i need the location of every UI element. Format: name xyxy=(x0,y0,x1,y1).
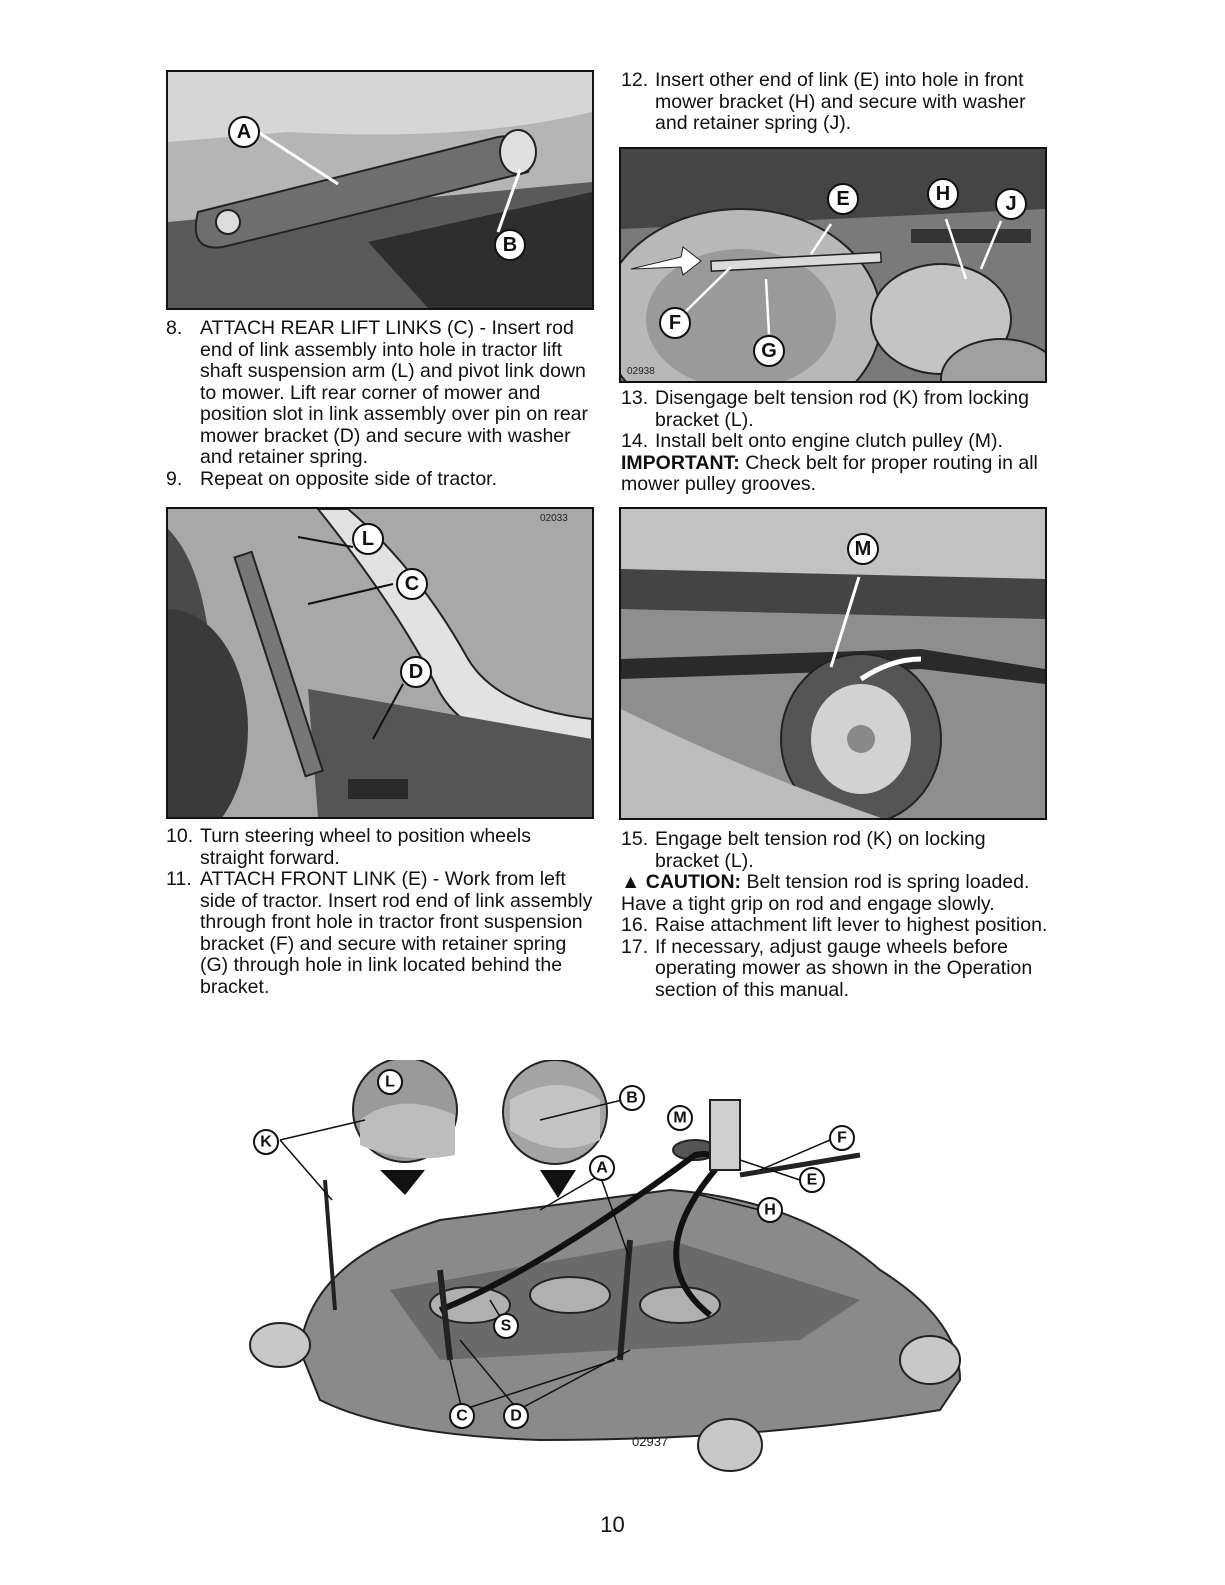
figure-front-link-drawing: 02938 E H J F G xyxy=(621,149,1045,381)
svg-text:M: M xyxy=(673,1110,686,1127)
callout-deck-c: C xyxy=(449,1403,475,1429)
caution-note: ▲ CAUTION: Belt tension rod is spring lo… xyxy=(621,871,1051,915)
svg-text:02937: 02937 xyxy=(632,1434,668,1449)
callout-deck-e: E xyxy=(799,1167,825,1193)
svg-text:L: L xyxy=(362,528,374,550)
step-16: 16.Raise attachment lift lever to highes… xyxy=(621,914,1048,936)
callout-c: C xyxy=(396,568,428,600)
callout-g: G xyxy=(753,335,785,367)
step-14: 14.Install belt onto engine clutch pulle… xyxy=(621,430,1003,452)
callout-deck-a: A xyxy=(589,1155,615,1181)
caution-text: Belt tension rod is spring loaded. Have … xyxy=(621,871,1030,915)
callout-deck-k: K xyxy=(253,1129,279,1155)
figure-mower-deck-drawing: L K B M F A E H xyxy=(249,1057,962,1472)
svg-text:M: M xyxy=(855,538,872,560)
callout-e: E xyxy=(827,183,859,215)
figure-front-link: 02938 E H J F G xyxy=(619,147,1047,383)
svg-text:F: F xyxy=(669,312,681,334)
svg-text:B: B xyxy=(503,234,517,256)
callout-a: A xyxy=(228,116,260,148)
steps-8-9: 8.ATTACH REAR LIFT LINKS (C) - Insert ro… xyxy=(166,317,594,490)
steps-15-17: 15.Engage belt tension rod (K) on lockin… xyxy=(621,828,1051,1001)
svg-text:A: A xyxy=(237,121,251,143)
leader-lines xyxy=(279,1099,831,1411)
figure-clutch-pulley: M xyxy=(619,507,1047,820)
svg-text:E: E xyxy=(807,1172,818,1189)
svg-text:B: B xyxy=(626,1090,638,1107)
callout-j: J xyxy=(995,188,1027,220)
important-text: Check belt for proper routing in all mow… xyxy=(621,451,1038,495)
step-13: 13.Disengage belt tension rod (K) from l… xyxy=(621,387,1029,431)
figure-clutch-pulley-drawing: M xyxy=(621,509,1045,818)
step-10: 10.Turn steering wheel to position wheel… xyxy=(166,825,531,869)
important-note: IMPORTANT: Check belt for proper routing… xyxy=(621,451,1051,496)
svg-text:G: G xyxy=(761,340,777,362)
callout-deck-l: L xyxy=(377,1069,403,1095)
steps-10-11: 10.Turn steering wheel to position wheel… xyxy=(166,825,594,998)
step-17: 17.If necessary, adjust gauge wheels bef… xyxy=(621,935,1033,1001)
step-15: 15.Engage belt tension rod (K) on lockin… xyxy=(621,828,986,872)
caution-label: CAUTION: xyxy=(645,871,742,893)
callout-f: F xyxy=(659,307,691,339)
figure-mower-deck: L K B M F A E H xyxy=(240,1057,980,1480)
svg-text:K: K xyxy=(260,1134,272,1151)
callout-deck-f: F xyxy=(829,1125,855,1151)
callout-deck-m: M xyxy=(667,1105,693,1131)
svg-text:D: D xyxy=(510,1408,522,1425)
figure-lift-arm: A B xyxy=(166,70,594,310)
svg-text:S: S xyxy=(501,1318,512,1335)
important-label: IMPORTANT: xyxy=(621,451,740,474)
svg-text:02938: 02938 xyxy=(627,366,655,377)
svg-text:L: L xyxy=(385,1074,395,1091)
svg-text:H: H xyxy=(764,1202,776,1219)
callout-l: L xyxy=(352,523,384,555)
step-12-block: 12.Insert other end of link (E) into hol… xyxy=(621,69,1051,135)
callout-deck-s: S xyxy=(493,1313,519,1339)
svg-text:C: C xyxy=(405,573,419,595)
callout-m: M xyxy=(847,533,879,565)
figure-rear-lift-link: 02033 L C D xyxy=(166,507,594,819)
callout-deck-d: D xyxy=(503,1403,529,1429)
step-9: 9.Repeat on opposite side of tractor. xyxy=(166,467,498,490)
step-8: 8.ATTACH REAR LIFT LINKS (C) - Insert ro… xyxy=(166,317,589,468)
steps-13-14: 13.Disengage belt tension rod (K) from l… xyxy=(621,387,1051,496)
callout-deck-b: B xyxy=(619,1085,645,1111)
figure-rear-lift-link-drawing: 02033 L C D xyxy=(168,509,592,817)
callout-deck-h: H xyxy=(757,1197,783,1223)
svg-text:D: D xyxy=(409,661,423,683)
callout-h: H xyxy=(927,178,959,210)
svg-text:C: C xyxy=(456,1408,468,1425)
svg-text:F: F xyxy=(837,1130,847,1147)
svg-text:02033: 02033 xyxy=(540,513,568,524)
caution-icon: ▲ xyxy=(621,871,641,893)
step-12: 12.Insert other end of link (E) into hol… xyxy=(621,69,1026,134)
svg-text:J: J xyxy=(1005,193,1016,215)
svg-text:H: H xyxy=(936,183,950,205)
figure-lift-arm-drawing: A B xyxy=(168,72,592,308)
page-number: 10 xyxy=(600,1512,625,1537)
callout-b: B xyxy=(494,229,526,261)
svg-text:E: E xyxy=(836,188,849,210)
callout-d: D xyxy=(400,656,432,688)
svg-text:A: A xyxy=(596,1160,608,1177)
step-11: 11.ATTACH FRONT LINK (E) - Work from lef… xyxy=(166,868,593,998)
